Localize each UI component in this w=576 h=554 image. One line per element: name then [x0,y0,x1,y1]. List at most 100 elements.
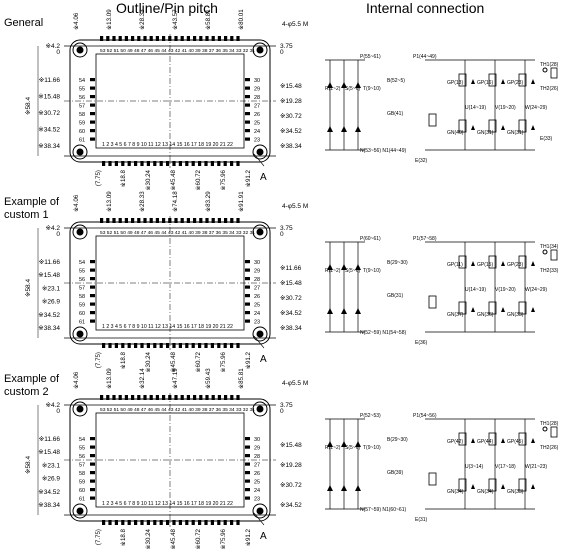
top-dimension: ※59.43 [205,368,212,389]
right-dimension: 0 [280,231,284,238]
top-pin [168,36,172,41]
right-pin [245,454,250,458]
igbt-icon [518,478,527,492]
left-pin [90,112,95,116]
bottom-dimension: ※30.24 [145,528,152,549]
leader-line [253,512,265,526]
diode-icon [355,441,361,447]
igbt-icon [518,73,527,87]
lower-gate-label: GN(34) [447,489,464,495]
diode-icon [471,125,475,130]
diode-icon [531,484,535,489]
diode-icon [341,441,347,447]
top-pin [186,395,190,400]
lower-gate-label: GN(33) [507,489,524,495]
right-pin [245,479,250,483]
right-pin [245,471,250,475]
right-pin-number: 28 [254,277,260,283]
right-dimension: ※15.48 [280,83,302,90]
top-pin [137,36,141,41]
bottom-pin [191,161,195,166]
top-dimension: ※4.06 [73,194,80,212]
diode-icon [531,307,535,312]
bottom-pin [127,520,131,525]
top-pin [174,395,178,400]
top-dimension: ※85.81 [238,368,245,389]
bottom-pin [223,343,227,348]
left-dimension: ※38.34 [38,502,60,509]
right-pin [245,311,250,315]
bottom-pin-numbers: 1 2 3 4 5 6 7 8 9 10 11 12 13 14 15 16 1… [102,501,233,507]
outline-header-text: Outline/Pin pitch [116,0,218,16]
bottom-pin [140,343,144,348]
brake-igbt-icon [428,472,437,486]
thermistor-terminal [542,67,548,73]
section-label-custom-2: Example of custom 2 [4,373,59,399]
top-pin [112,218,116,223]
left-pin [90,471,95,475]
mounting-hole [252,224,268,240]
mounting-hole-center [76,46,84,54]
left-dimension: ※15.48 [38,94,60,101]
top-dimension: ※80.01 [238,9,245,30]
top-pin [230,395,234,400]
top-dimension: ※43.57 [172,9,179,30]
mounting-hole [252,42,268,58]
bottom-dimension: ※30.24 [145,351,152,372]
left-dimension: 0 [56,408,60,415]
input-terminal-label: N(53~56) N1(44~49) [360,148,406,154]
top-pin [199,395,203,400]
left-dimension: ※4.2 [46,225,61,232]
bottom-pin [178,343,182,348]
top-pin [174,36,178,41]
top-pin [205,395,209,400]
right-pin-number: 27 [254,104,260,110]
right-pin [245,285,250,289]
left-pin-number: 59 [79,121,85,127]
left-dimension: ※11.66 [39,259,61,266]
left-dimension: 0 [56,231,60,238]
top-pin [217,395,221,400]
top-pin [236,395,240,400]
left-pin [90,260,95,264]
igbt-icon [488,255,497,269]
bottom-pin [140,520,144,525]
upper-gate-label: GP(23) [507,80,523,86]
brake-terminal-label: B(29~30) [387,260,408,266]
brake-terminal-label: B(52~5) [387,78,405,84]
leader-line [253,153,265,167]
output-terminal-label: V(19~20) [495,105,516,111]
aux-terminal-label: E(32) [415,158,428,164]
mounting-hole [252,326,268,342]
bottom-dimension: ※45.48 [170,528,177,549]
top-dimension: ※13.09 [106,191,113,212]
aux-terminal-label: TH2(33) [540,268,559,274]
right-pin-number: 25 [254,121,260,127]
top-pin [186,36,190,41]
bottom-dimension: ※45.48 [170,169,177,190]
left-dimension: ※26.9 [42,299,60,306]
diode-icon [531,125,535,130]
top-pin [205,218,209,223]
bottom-pin [236,520,240,525]
top-pin [186,218,190,223]
mounting-hole-center [76,405,84,413]
bottom-pin [223,520,227,525]
bottom-pin [121,520,125,525]
module-body [95,235,245,331]
left-dimension: ※23.1 [42,462,60,469]
left-pin-number: 61 [79,320,85,326]
aux-terminal-label: P1(44~49) [413,54,437,60]
top-pin [106,36,110,41]
input-terminal-label: R(1~2) [325,86,341,92]
input-terminal-label: S(5~6) [345,86,360,92]
right-pin-number: 29 [254,269,260,275]
input-terminal-label: R(1~2) [325,445,341,451]
igbt-icon [488,478,497,492]
bottom-pin [198,161,202,166]
section-label-general: General [4,17,43,30]
right-dimension: 0 [280,49,284,56]
diode-icon [531,438,535,443]
bottom-pin [198,520,202,525]
